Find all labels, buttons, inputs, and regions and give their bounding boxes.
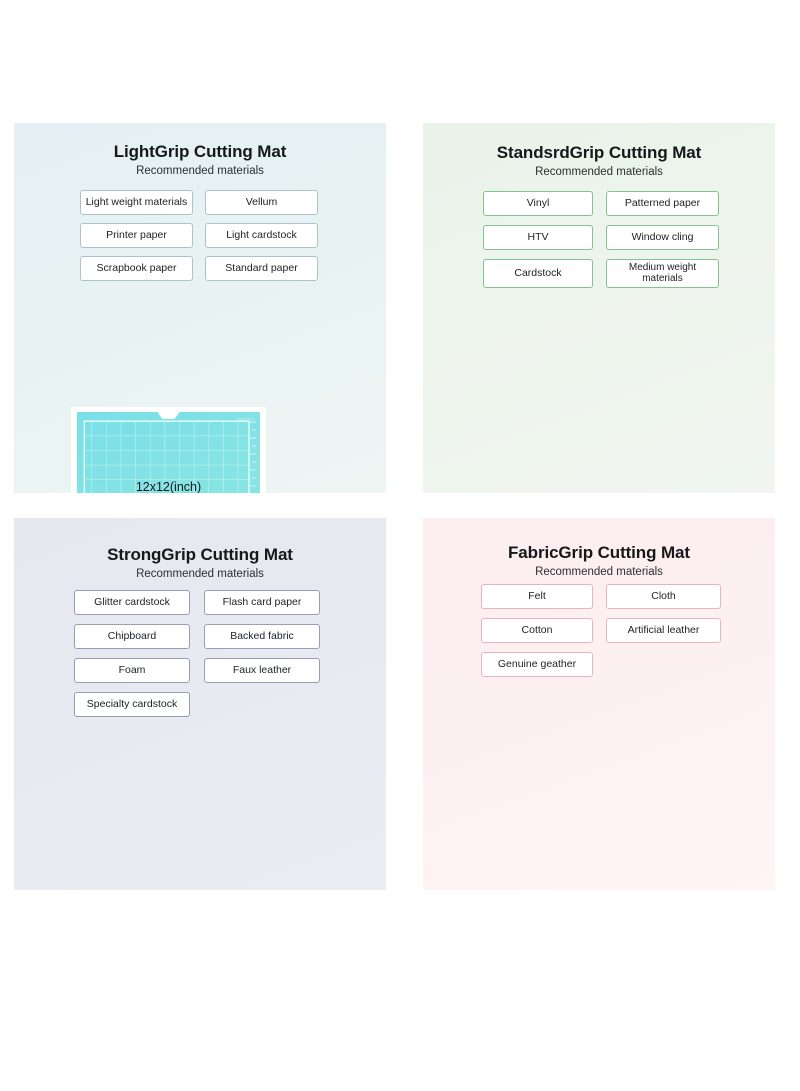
material-chip-grid-fabricgrip: Felt Cloth Cotton Artificial leather Gen… xyxy=(481,584,721,677)
page-title-standardgrip: StandsrdGrip Cutting Mat xyxy=(496,143,702,162)
material-chip[interactable]: Flash card paper xyxy=(204,590,320,615)
mat-grid-lines xyxy=(83,420,250,493)
subtitle-lightgrip: Recommended materials xyxy=(136,165,264,177)
material-chip[interactable]: Light weight materials xyxy=(80,190,193,215)
material-chip[interactable]: Chipboard xyxy=(74,624,190,649)
material-chip[interactable]: Glitter cardstock xyxy=(74,590,190,615)
material-chip-grid-lightgrip: Light weight materials Vellum Printer pa… xyxy=(80,190,318,281)
material-chip[interactable]: Cloth xyxy=(606,584,721,609)
material-chip[interactable]: Medium weight materials xyxy=(606,259,719,288)
material-chip[interactable]: Standard paper xyxy=(205,256,318,281)
material-chip[interactable]: Backed fabric xyxy=(204,624,320,649)
material-chip[interactable]: Felt xyxy=(481,584,593,609)
subtitle-standardgrip: Recommended materials xyxy=(535,166,663,178)
material-chip[interactable]: Artificial leather xyxy=(606,618,721,643)
material-chip-grid-stronggrip: Glitter cardstock Flash card paper Chipb… xyxy=(74,590,320,717)
mat-brand-label: LightGrip xyxy=(235,416,254,421)
page-title-stronggrip: StrongGrip Cutting Mat xyxy=(107,545,293,564)
mat-surface: LightGrip LightGrip 12x12(inch) xyxy=(77,412,260,493)
material-chip[interactable]: Faux leather xyxy=(204,658,320,683)
mat-top-tab-icon xyxy=(157,412,180,419)
material-chip[interactable]: Patterned paper xyxy=(606,191,719,216)
material-chip[interactable]: Scrapbook paper xyxy=(80,256,193,281)
material-chip[interactable]: Light cardstock xyxy=(205,223,318,248)
page-title-fabricgrip: FabricGrip Cutting Mat xyxy=(508,543,690,562)
material-chip[interactable]: Vinyl xyxy=(483,191,593,216)
subtitle-fabricgrip: Recommended materials xyxy=(535,566,663,578)
cutting-mat-image-lightgrip: LightGrip LightGrip 12x12(inch) xyxy=(71,407,266,493)
material-chip[interactable]: Cardstock xyxy=(483,259,593,288)
panel-stronggrip: StrongGrip Cutting Mat Recommended mater… xyxy=(14,518,386,890)
material-chip[interactable]: Specialty cardstock xyxy=(74,692,190,717)
panel-lightgrip: LightGrip Cutting Mat Recommended materi… xyxy=(14,123,386,493)
material-chip[interactable]: HTV xyxy=(483,225,593,250)
material-chip-grid-standardgrip: Vinyl Patterned paper HTV Window cling C… xyxy=(483,191,719,288)
mat-size-label: 12x12(inch) xyxy=(135,480,202,493)
subtitle-stronggrip: Recommended materials xyxy=(136,568,264,580)
material-chip[interactable]: Printer paper xyxy=(80,223,193,248)
panel-standardgrip: StandsrdGrip Cutting Mat Recommended mat… xyxy=(423,123,775,493)
page-title-lightgrip: LightGrip Cutting Mat xyxy=(113,142,287,161)
panel-fabricgrip: FabricGrip Cutting Mat Recommended mater… xyxy=(423,518,775,890)
material-chip[interactable]: Vellum xyxy=(205,190,318,215)
material-chip[interactable]: Window cling xyxy=(606,225,719,250)
mat-ruler-ticks-right xyxy=(250,421,256,487)
material-chip[interactable]: Foam xyxy=(74,658,190,683)
material-chip[interactable]: Cotton xyxy=(481,618,593,643)
material-chip[interactable]: Genuine geather xyxy=(481,652,593,677)
